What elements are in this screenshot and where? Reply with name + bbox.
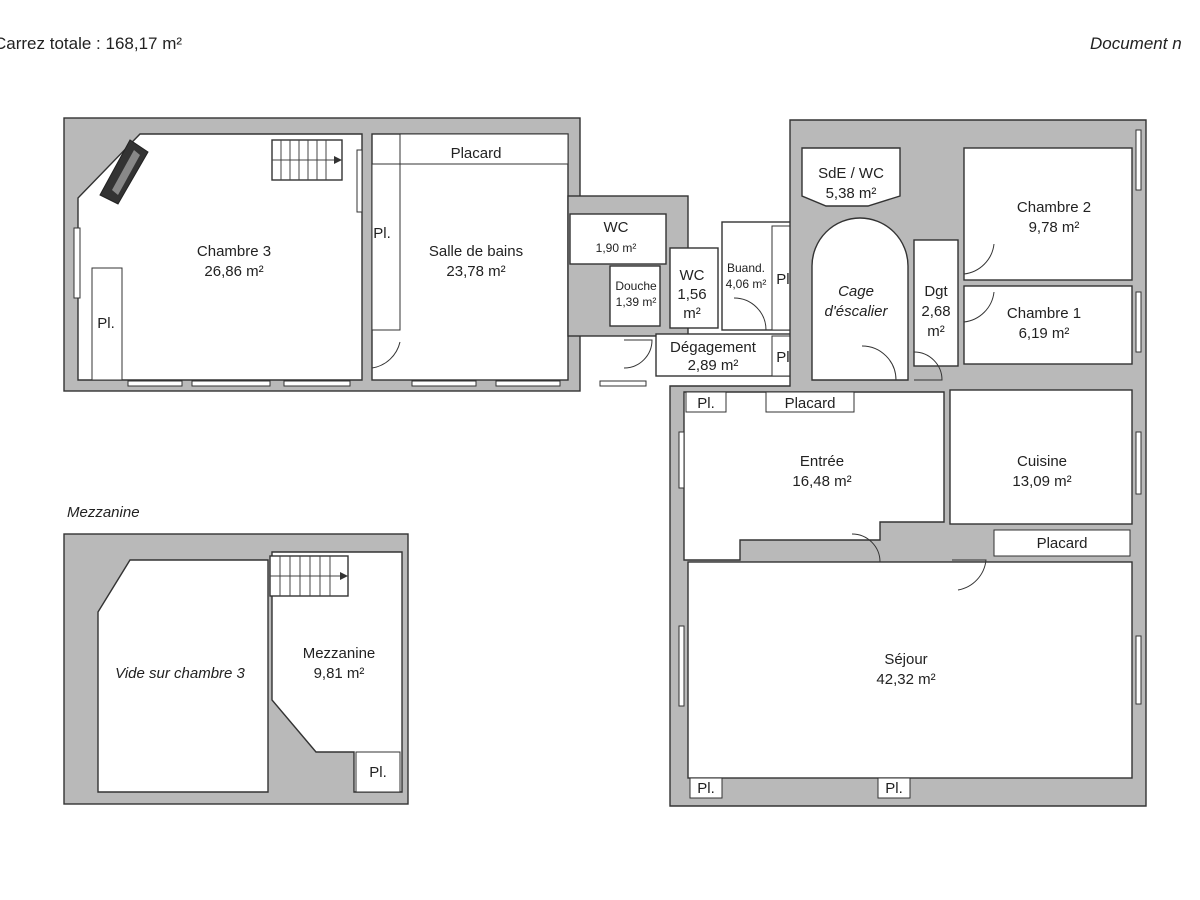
pl-sejour-2 bbox=[877, 777, 911, 799]
total-area-header: Carrez totale : 168,17 m² bbox=[0, 34, 183, 53]
entree-area: 16,48 m² bbox=[792, 473, 851, 490]
vide-floor bbox=[97, 559, 269, 793]
stairs-mezzanine bbox=[269, 555, 349, 597]
pl-sejour-2-label: Pl. bbox=[885, 780, 903, 797]
placard-cuisine bbox=[993, 529, 1131, 557]
vide-name: Vide sur chambre 3 bbox=[115, 665, 245, 682]
window bbox=[191, 380, 271, 387]
wc-1-name: WC bbox=[604, 219, 629, 236]
degagement-area: 2,89 m² bbox=[688, 357, 739, 374]
window bbox=[1135, 635, 1142, 705]
window bbox=[678, 625, 685, 707]
chambre-2-area: 9,78 m² bbox=[1029, 219, 1080, 236]
chambre-2-name: Chambre 2 bbox=[1017, 199, 1091, 216]
window bbox=[1135, 129, 1142, 191]
window bbox=[678, 431, 685, 489]
window bbox=[495, 380, 561, 387]
wc-2-name: WC bbox=[680, 267, 705, 284]
pl-mezzanine bbox=[355, 751, 401, 793]
sde-wc-floor bbox=[801, 147, 901, 207]
cuisine-name: Cuisine bbox=[1017, 453, 1067, 470]
sde-wc-name: SdE / WC bbox=[818, 165, 884, 182]
mezzanine-name: Mezzanine bbox=[303, 645, 376, 662]
window bbox=[1135, 431, 1142, 495]
cage-line-1: Cage bbox=[838, 283, 874, 300]
door-chambre-1 bbox=[963, 288, 995, 323]
pl-sdb bbox=[371, 163, 401, 331]
pl-mezzanine-label: Pl. bbox=[369, 764, 387, 781]
window bbox=[127, 380, 183, 387]
douche-floor bbox=[609, 265, 661, 327]
door-sdb bbox=[371, 334, 401, 369]
wc-1-floor bbox=[569, 213, 667, 265]
door-buanderie bbox=[733, 297, 767, 331]
entree-floor bbox=[683, 391, 945, 561]
chambre-3-area: 26,86 m² bbox=[204, 263, 263, 280]
buanderie-area: 4,06 m² bbox=[726, 277, 767, 291]
mezzanine-floor bbox=[271, 551, 403, 793]
dgt-area-value: 2,68 bbox=[921, 303, 950, 320]
door-sejour bbox=[851, 533, 881, 563]
chambre-1-area: 6,19 m² bbox=[1019, 325, 1070, 342]
window bbox=[599, 380, 647, 387]
cage-line-2: d'éscalier bbox=[825, 303, 889, 320]
stairs-chambre-3 bbox=[271, 139, 343, 181]
chambre-1-name: Chambre 1 bbox=[1007, 305, 1081, 322]
mezzanine-area: 9,81 m² bbox=[314, 665, 365, 682]
door-chambre-2 bbox=[963, 240, 995, 275]
dgt-floor bbox=[913, 239, 959, 367]
salle-de-bains-area: 23,78 m² bbox=[446, 263, 505, 280]
douche-area: 1,39 m² bbox=[616, 295, 657, 309]
sejour-name: Séjour bbox=[884, 651, 927, 668]
window bbox=[356, 149, 363, 213]
salle-de-bains-name: Salle de bains bbox=[429, 243, 523, 260]
pl-entree bbox=[685, 391, 727, 413]
window bbox=[73, 227, 81, 299]
pl-sdb-label: Pl. bbox=[373, 225, 391, 242]
pl-sejour-1-label: Pl. bbox=[697, 780, 715, 797]
chambre-2-floor bbox=[963, 147, 1133, 281]
degagement-name: Dégagement bbox=[670, 339, 757, 356]
sde-wc-area: 5,38 m² bbox=[826, 185, 877, 202]
door-dgt bbox=[913, 351, 943, 381]
placard-sdb-label: Placard bbox=[451, 145, 502, 162]
cuisine-floor bbox=[949, 389, 1133, 525]
pl-entree-label: Pl. bbox=[697, 395, 715, 412]
placard-sdb bbox=[399, 133, 569, 165]
pl-chambre-3-label: Pl. bbox=[97, 315, 115, 332]
placard-cuisine-label: Placard bbox=[1037, 535, 1088, 552]
door-degagement bbox=[623, 339, 653, 369]
window bbox=[411, 380, 477, 387]
door-cage bbox=[861, 345, 897, 381]
wc-2-area-value: 1,56 bbox=[677, 286, 706, 303]
fireplace bbox=[99, 139, 149, 205]
document-header: Document n bbox=[1090, 34, 1182, 53]
chambre-3-name: Chambre 3 bbox=[197, 243, 271, 260]
dgt-area-unit: m² bbox=[927, 323, 945, 340]
sejour-area: 42,32 m² bbox=[876, 671, 935, 688]
sejour-floor bbox=[687, 561, 1133, 779]
door-cuisine bbox=[952, 559, 987, 591]
placard-entree-label: Placard bbox=[785, 395, 836, 412]
pl-chambre-3 bbox=[91, 267, 123, 381]
salle-de-bains-floor bbox=[371, 133, 569, 381]
wc-1-area: 1,90 m² bbox=[596, 241, 637, 255]
buanderie-name: Buand. bbox=[727, 261, 765, 275]
wc-2-area-unit: m² bbox=[683, 305, 701, 322]
mezzanine-caption: Mezzanine bbox=[67, 504, 140, 521]
placard-entree bbox=[765, 391, 855, 413]
dgt-name: Dgt bbox=[924, 283, 948, 300]
douche-name: Douche bbox=[615, 279, 657, 293]
pl-sejour-1 bbox=[689, 777, 723, 799]
cage-escalier-floor bbox=[811, 217, 909, 381]
entree-name: Entrée bbox=[800, 453, 844, 470]
window bbox=[1135, 291, 1142, 353]
window bbox=[283, 380, 351, 387]
cuisine-area: 13,09 m² bbox=[1012, 473, 1071, 490]
wc-2-floor bbox=[669, 247, 719, 329]
